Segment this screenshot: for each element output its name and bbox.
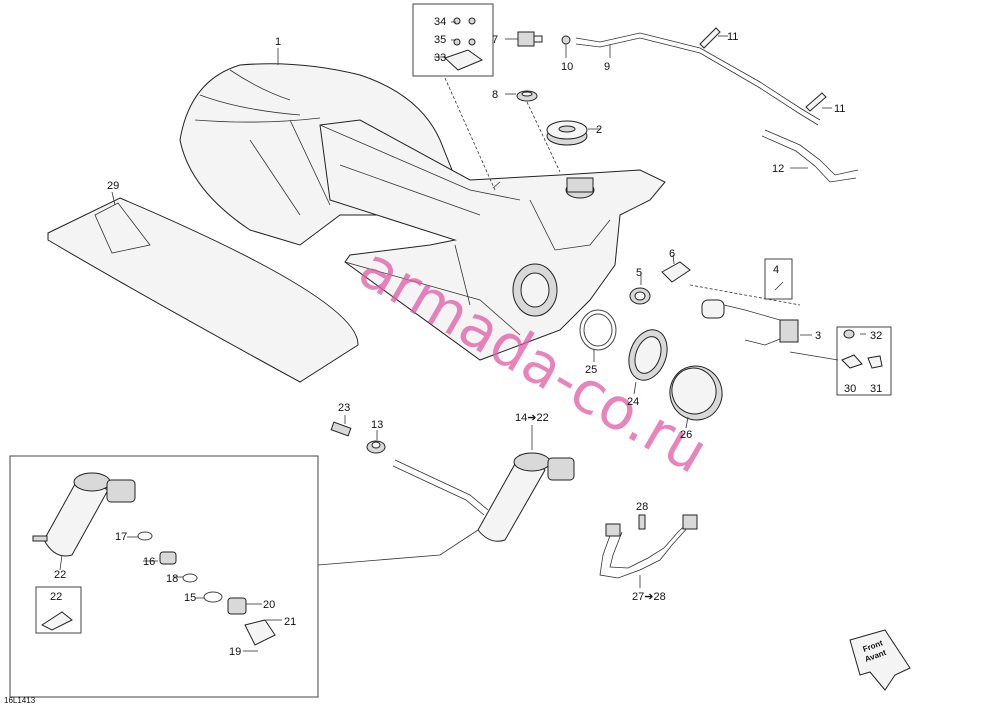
part-11-fitting-a [699, 27, 728, 49]
callout-label: 9 [604, 61, 610, 73]
leader-lines [277, 21, 866, 335]
part-8-grommet [505, 90, 538, 102]
part-4-box [764, 258, 793, 300]
fuel-tank [319, 119, 666, 361]
callout-label: 31 [870, 383, 882, 395]
callout-label: 18 [166, 573, 178, 585]
part-5-nut [629, 272, 651, 305]
callout-label: 5 [636, 267, 642, 279]
callout-label: 28 [636, 501, 648, 513]
reference-code: 16L1413 [4, 696, 36, 705]
callout-label: 13 [371, 419, 383, 431]
fuel-line [392, 459, 489, 516]
callout-label: 1 [275, 36, 281, 48]
callout-label: 7 [492, 34, 498, 46]
part-14-22-pump [477, 425, 575, 542]
part-7-valve [505, 31, 543, 47]
part-28-clip [638, 514, 646, 530]
callout-label: 22 [50, 591, 62, 603]
callout-label: 14➔22 [515, 412, 549, 424]
callout-label: 11 [727, 31, 738, 43]
callout-label: 27➔28 [632, 591, 666, 603]
part-2-cap [546, 120, 600, 146]
callout-label: 12 [772, 163, 784, 175]
callout-label: 26 [680, 429, 692, 441]
part-26-pump-plate [669, 365, 723, 429]
callout-label: 34 [434, 16, 446, 28]
part-10-clamp [561, 35, 571, 58]
callout-label: 10 [561, 61, 573, 73]
callout-label: 32 [870, 330, 882, 342]
part-11-fitting-b [805, 92, 832, 112]
parts-30-31-32-box [789, 326, 892, 396]
callout-label: 6 [669, 248, 675, 260]
callout-label: 19 [229, 646, 241, 658]
callout-label: 35 [434, 34, 446, 46]
callout-labels: 123456789101111121314➔221516171819202122… [50, 16, 882, 658]
part-25-oring [579, 309, 617, 362]
callout-label: 15 [184, 592, 196, 604]
callout-label: 30 [844, 383, 856, 395]
callout-label: 25 [585, 364, 597, 376]
part-29-pad [47, 191, 359, 383]
front-direction-marker: Front Avant [849, 629, 911, 691]
callout-label: 8 [492, 89, 498, 101]
callout-label: 2 [596, 124, 602, 136]
part-3-sender [701, 299, 812, 346]
part-23-connector [330, 415, 352, 437]
callout-label: 11 [834, 103, 845, 115]
callout-label: 23 [338, 402, 350, 414]
part-13-grommet [366, 430, 386, 454]
callout-label: 33 [434, 52, 446, 64]
callout-label: 20 [263, 599, 275, 611]
part-22-detail-box [9, 455, 479, 698]
part-12-hose [761, 129, 859, 183]
callout-label: 22 [54, 569, 66, 581]
callout-label: 29 [107, 180, 119, 192]
callout-label: 21 [284, 616, 296, 628]
callout-label: 24 [627, 396, 639, 408]
part-6-gasket [661, 254, 691, 283]
callout-label: 17 [115, 531, 127, 543]
callout-label: 3 [815, 330, 821, 342]
part-9-hose [575, 32, 821, 126]
part-24-ring [628, 329, 668, 395]
callout-label: 4 [773, 264, 779, 276]
callout-label: 16 [143, 556, 155, 568]
parts-33-34-35-box [412, 3, 494, 77]
part-27-hose [599, 514, 698, 588]
